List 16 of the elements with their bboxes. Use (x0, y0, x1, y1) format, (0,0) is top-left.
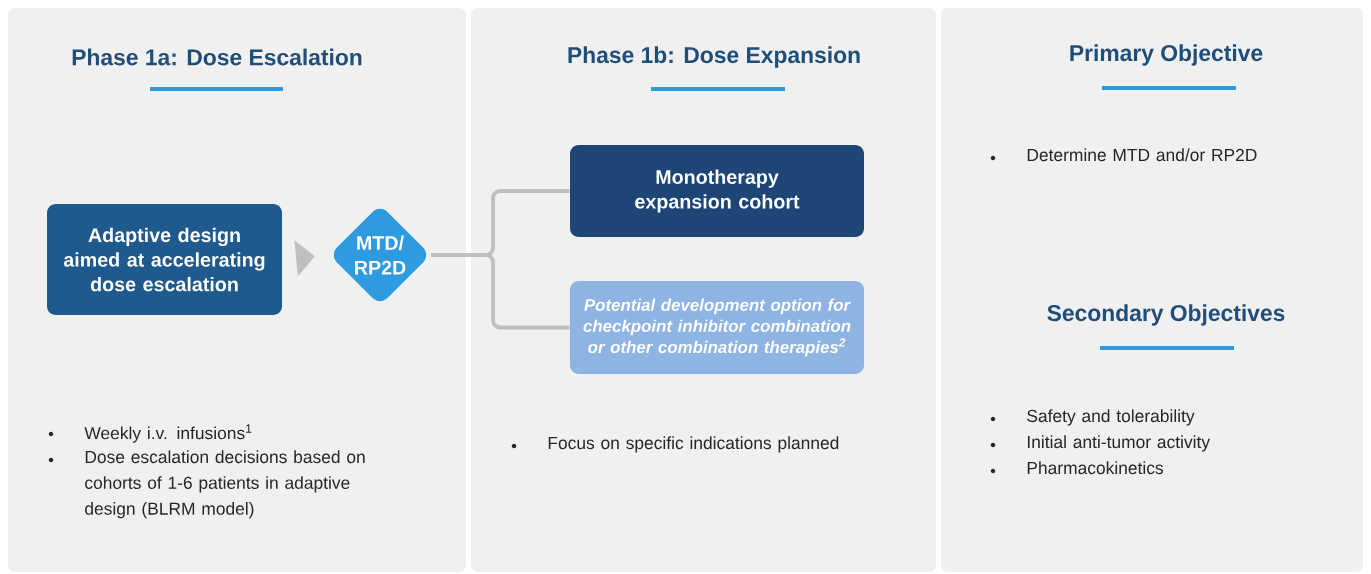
heading: Primary Objective (1070, 44, 1263, 66)
chevron-arrow (294, 240, 315, 276)
process-box: Potential development option for checkpoint inhibitor combination or other combination therapies$^{2}$ (570, 281, 864, 374)
bullet-text: Determine MTD and/or RP2D (1027, 148, 1257, 162)
bullet-text: Safety and tolerability (1027, 409, 1195, 426)
heading: Phase 1b: Dose Expansion (568, 46, 860, 68)
heading: Phase 1a: Dose Escalation (72, 48, 362, 66)
process-box: Monotherapy expansion cohort (570, 145, 864, 237)
bullet-text: Initial anti-tumor activity (1027, 435, 1210, 452)
bullet-text: Dose escalation decisions based on cohorts of 1-6 patients in adaptive design (BLRM model) (85, 450, 365, 519)
bullet-text: Pharmacokinetics (1027, 461, 1163, 475)
heading: Secondary Objectives (1047, 304, 1285, 326)
bullet-text: Focus on specific indications planned (548, 436, 839, 453)
bullet-text: Weekly i.v. infusions$^{1}$ (84, 424, 252, 443)
connector-line (431, 253, 570, 330)
process-box: Adaptive design aimed at accelerating dose escalation (47, 204, 282, 315)
